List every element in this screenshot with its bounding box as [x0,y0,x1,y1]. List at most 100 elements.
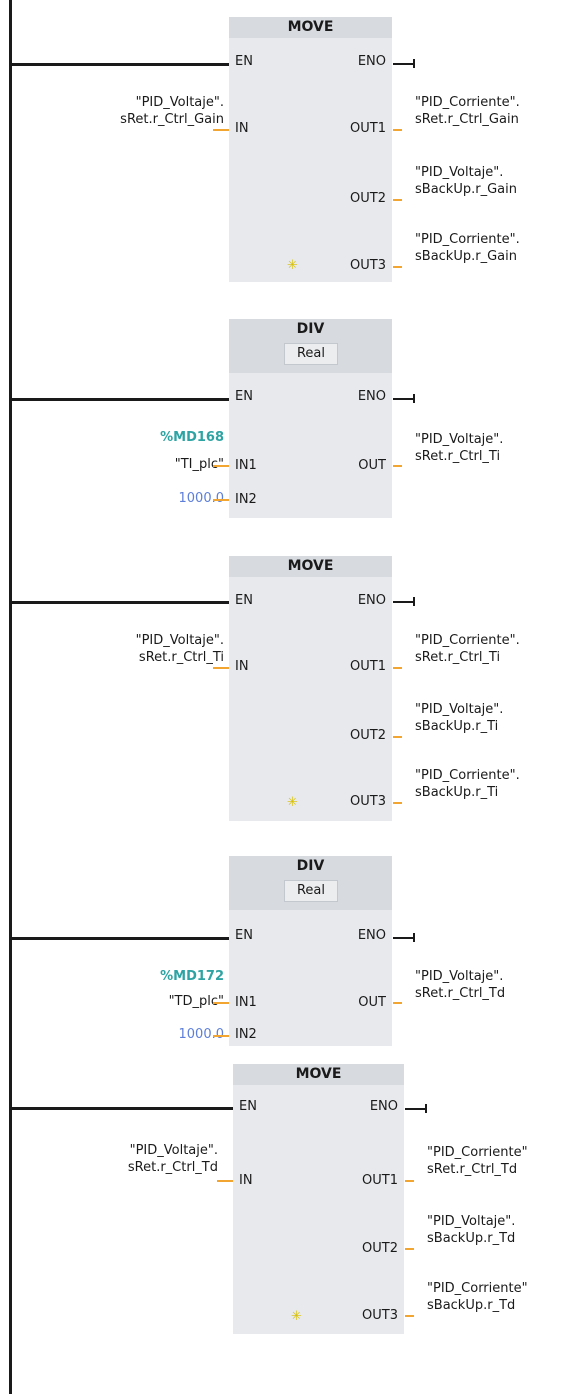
move-block-1[interactable]: MOVE EN ENO IN OUT1 OUT2 OUT3 ✳ [229,17,392,282]
eno-wire [393,63,415,65]
add-output-icon[interactable]: ✳ [287,795,298,810]
in-operand[interactable]: "PID_Voltaje".sRet.r_Ctrl_Ti [135,633,224,665]
out2-pin: OUT2 [362,1241,398,1256]
in1-address: %MD172 [160,969,224,984]
out3-stub [393,802,402,804]
move-block-2[interactable]: MOVE EN ENO IN OUT1 OUT2 OUT3 ✳ [229,556,392,821]
in-pin: IN [239,1173,253,1188]
out2-stub [405,1248,414,1250]
out1-pin: OUT1 [362,1173,398,1188]
in2-constant[interactable]: 1000.0 [178,1027,225,1042]
in-pin: IN [235,659,249,674]
in2-pin: IN2 [235,492,257,507]
div-block-2[interactable]: DIV Real EN ENO IN1 OUT IN2 [229,856,392,1046]
in1-operand[interactable]: "TD_plc" [168,994,224,1009]
out1-operand[interactable]: "PID_Corriente"sRet.r_Ctrl_Td [427,1145,528,1177]
in-stub [213,667,229,669]
en-pin: EN [235,593,253,608]
eno-wire [393,398,415,400]
in-stub [217,1180,233,1182]
eno-terminator [413,597,415,606]
out2-pin: OUT2 [350,191,386,206]
en-wire-2 [9,398,229,401]
out3-operand[interactable]: "PID_Corriente".sBackUp.r_Gain [415,232,520,264]
out2-stub [393,736,402,738]
block-name: MOVE [295,1066,342,1082]
out1-stub [393,667,402,669]
in1-pin: IN1 [235,458,257,473]
en-wire-3 [9,601,229,604]
block-header: DIV Real [229,319,392,373]
en-pin: EN [235,54,253,69]
out1-pin: OUT1 [350,121,386,136]
in-operand[interactable]: "PID_Voltaje".sRet.r_Ctrl_Gain [120,95,224,127]
add-output-icon[interactable]: ✳ [287,258,298,273]
block-header: MOVE [229,556,392,577]
out3-stub [405,1315,414,1317]
in-operand[interactable]: "PID_Voltaje".sRet.r_Ctrl_Td [127,1143,218,1175]
in-stub [213,129,229,131]
en-wire-1 [9,63,229,66]
en-wire-5 [9,1107,233,1110]
en-wire-4 [9,937,229,940]
in1-stub [213,1002,229,1004]
eno-wire [393,601,415,603]
out-pin: OUT [358,458,386,473]
eno-terminator [413,394,415,403]
in1-operand[interactable]: "TI_plc" [174,457,224,472]
block-header: MOVE [229,17,392,38]
eno-terminator [413,59,415,68]
out3-operand[interactable]: "PID_Corriente"sBackUp.r_Td [427,1281,528,1313]
eno-wire [405,1108,427,1110]
out2-stub [393,199,402,201]
eno-pin: ENO [357,389,386,404]
out3-pin: OUT3 [350,794,386,809]
out1-operand[interactable]: "PID_Corriente".sRet.r_Ctrl_Ti [415,633,520,665]
add-output-icon[interactable]: ✳ [291,1309,302,1324]
block-header: MOVE [233,1064,404,1085]
out1-pin: OUT1 [350,659,386,674]
data-type-selector[interactable]: Real [284,343,338,365]
in2-constant[interactable]: 1000.0 [178,491,225,506]
out-operand[interactable]: "PID_Voltaje".sRet.r_Ctrl_Td [415,969,506,1001]
out3-operand[interactable]: "PID_Corriente".sBackUp.r_Ti [415,768,520,800]
out-stub [393,465,402,467]
block-name: DIV [296,321,325,337]
out1-operand[interactable]: "PID_Corriente".sRet.r_Ctrl_Gain [415,95,520,127]
out-stub [393,1002,402,1004]
out2-operand[interactable]: "PID_Voltaje".sBackUp.r_Ti [415,702,504,734]
en-pin: EN [235,389,253,404]
in1-pin: IN1 [235,995,257,1010]
block-name: DIV [296,858,325,874]
in-pin: IN [235,121,249,136]
eno-pin: ENO [357,928,386,943]
in1-stub [213,465,229,467]
out3-stub [393,266,402,268]
move-block-3[interactable]: MOVE EN ENO IN OUT1 OUT2 OUT3 ✳ [233,1064,404,1334]
out-pin: OUT [358,995,386,1010]
left-power-rail [9,0,12,1394]
block-name: MOVE [287,558,334,574]
en-pin: EN [239,1099,257,1114]
eno-wire [393,937,415,939]
in2-pin: IN2 [235,1027,257,1042]
out3-pin: OUT3 [350,258,386,273]
out-operand[interactable]: "PID_Voltaje".sRet.r_Ctrl_Ti [415,432,504,464]
in2-stub [213,1035,229,1037]
out1-stub [393,129,402,131]
block-name: MOVE [287,19,334,35]
in1-address: %MD168 [160,430,224,445]
data-type-selector[interactable]: Real [284,880,338,902]
block-header: DIV Real [229,856,392,910]
eno-pin: ENO [357,54,386,69]
out2-operand[interactable]: "PID_Voltaje".sBackUp.r_Td [427,1214,516,1246]
out2-operand[interactable]: "PID_Voltaje".sBackUp.r_Gain [415,165,517,197]
en-pin: EN [235,928,253,943]
div-block-1[interactable]: DIV Real EN ENO IN1 OUT IN2 [229,319,392,518]
eno-terminator [425,1104,427,1113]
in2-stub [213,499,229,501]
eno-pin: ENO [357,593,386,608]
out1-stub [405,1180,414,1182]
eno-terminator [413,933,415,942]
out2-pin: OUT2 [350,728,386,743]
